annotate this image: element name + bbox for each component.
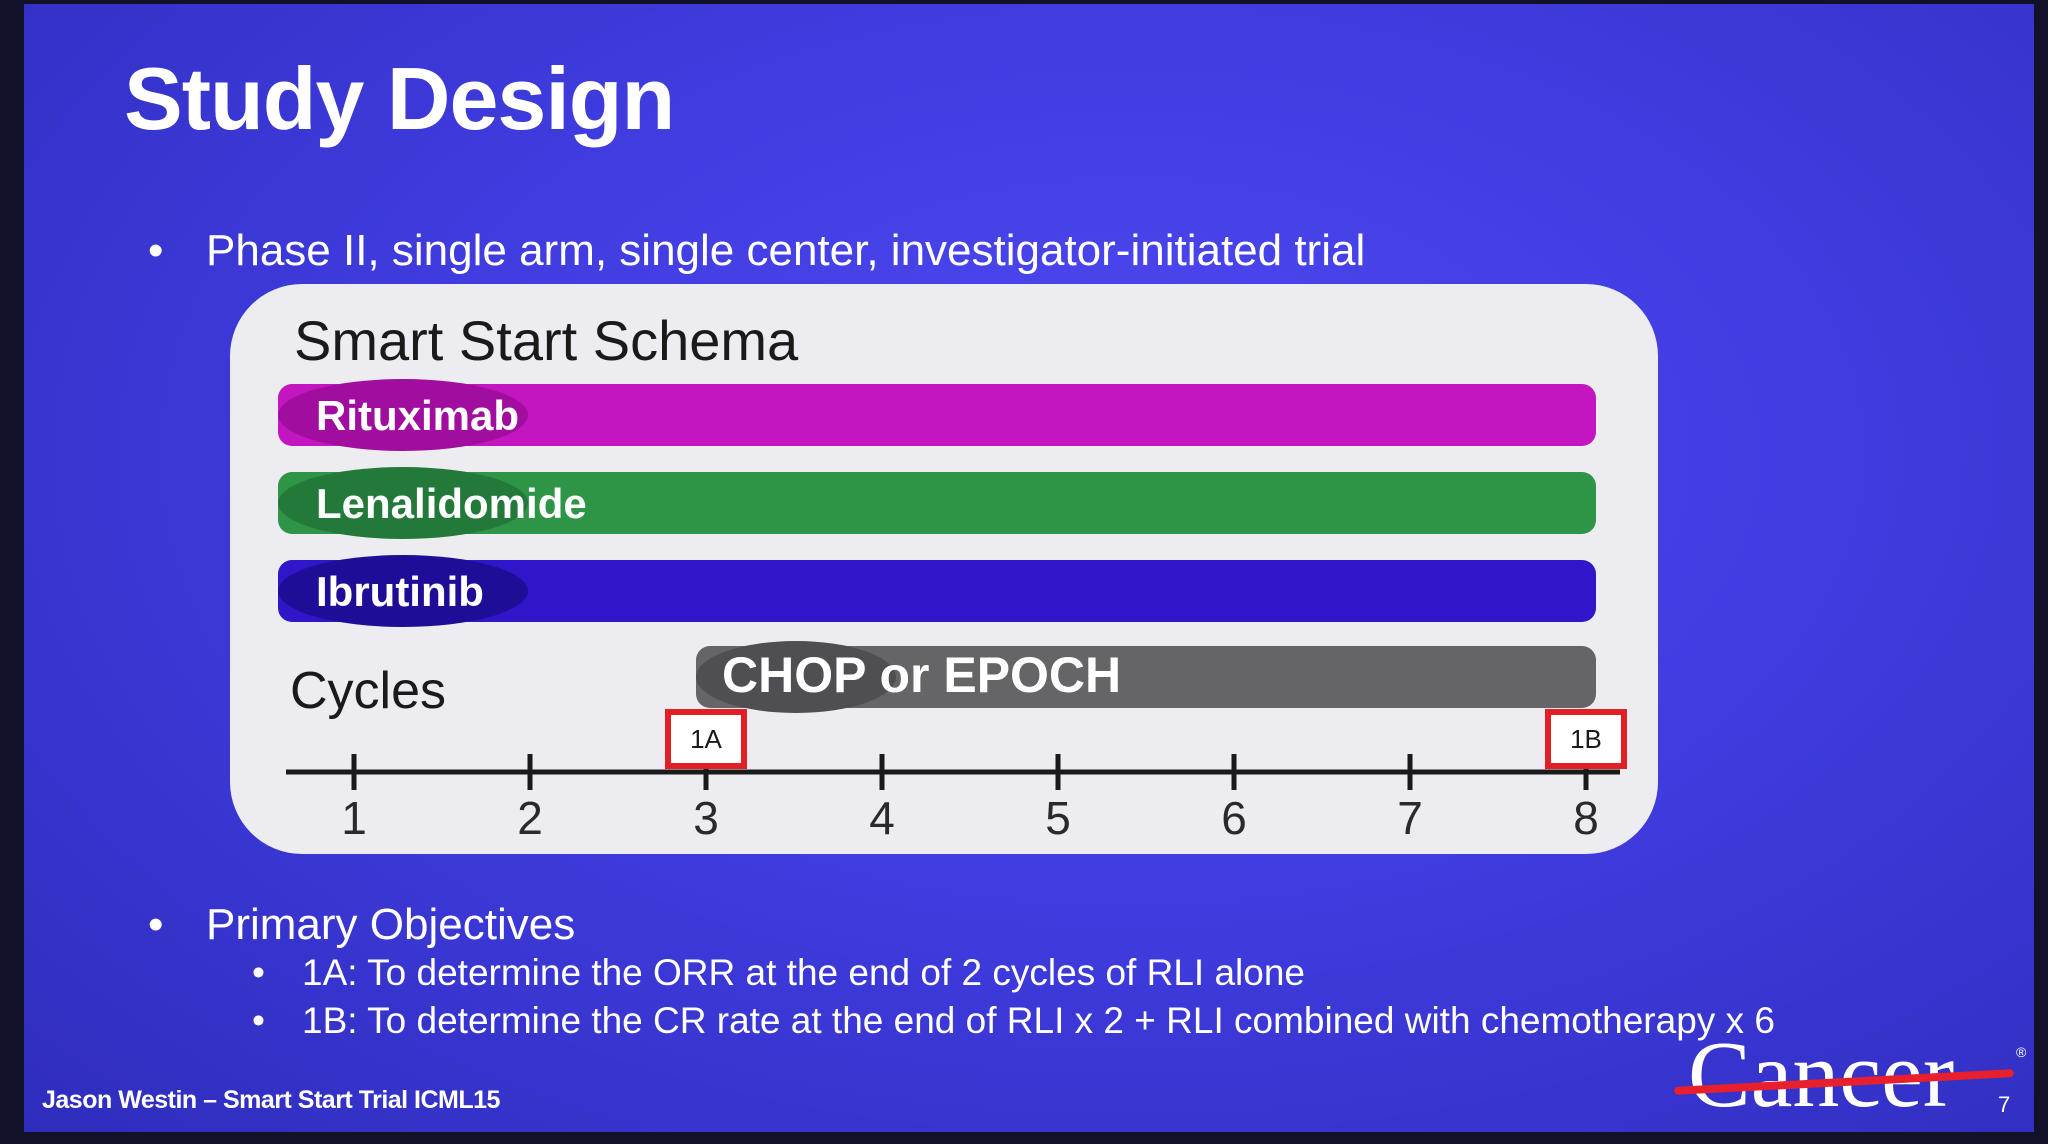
cycles-axis-label: Cycles [290, 662, 446, 720]
bullet-text: Primary Objectives [206, 900, 576, 949]
bar-head [696, 641, 896, 713]
schema-title: Smart Start Schema [294, 309, 799, 372]
bullet-trial-design: • Phase II, single arm, single center, in… [148, 226, 1365, 276]
axis-tick-label: 4 [869, 792, 895, 844]
marker-label: 1B [1570, 724, 1602, 754]
objective-markers: 1A 1B [665, 709, 1627, 769]
marker-box [665, 709, 747, 769]
objective-text: 1A: To determine the ORR at the end of 2… [302, 952, 1305, 993]
slide-title: Study Design [124, 49, 675, 148]
page-number: 7 [1998, 1092, 2011, 1117]
bullet-text: Phase II, single arm, single center, inv… [206, 226, 1366, 275]
bar-label: Lenalidomide [316, 480, 587, 527]
bar-label: CHOP or EPOCH [722, 647, 1121, 703]
marker-box [1545, 709, 1627, 769]
bar-head [278, 467, 528, 539]
marker-1b: 1B [1545, 709, 1627, 769]
bullet-dot: • [148, 900, 164, 949]
bar-body [278, 384, 1596, 446]
axis-tick-label: 8 [1573, 792, 1599, 844]
axis-tick-label: 2 [517, 792, 543, 844]
bullet-dot: • [148, 226, 164, 275]
axis-tick-label: 5 [1045, 792, 1071, 844]
cycles-axis: 1 2 3 4 5 6 7 8 [286, 754, 1620, 844]
bar-label: Ibrutinib [316, 568, 484, 615]
treatment-bar-rituximab: Rituximab [278, 379, 1596, 451]
bar-label: Rituximab [316, 392, 519, 439]
treatment-bar-lenalidomide: Lenalidomide [278, 467, 1596, 539]
marker-label: 1A [690, 724, 722, 754]
slide: Study Design • Phase II, single arm, sing… [24, 4, 2034, 1132]
axis-tick-label: 7 [1397, 792, 1423, 844]
treatment-bar-chop-or-epoch: CHOP or EPOCH [696, 641, 1596, 713]
bar-body [278, 560, 1596, 622]
objective-text: 1B: To determine the CR rate at the end … [302, 1000, 1775, 1041]
axis-tick-label: 1 [341, 792, 367, 844]
schema-diagram: Smart Start Schema RituximabLenalidomide… [278, 309, 1627, 844]
objective-1b: • 1B: To determine the CR rate at the end… [252, 1000, 1775, 1042]
logo-registered-mark: ® [2016, 1044, 2027, 1060]
bar-body [278, 472, 1596, 534]
bar-body [696, 646, 1596, 708]
bullet-primary-objectives: • Primary Objectives [148, 900, 575, 950]
bar-head [278, 379, 528, 451]
axis-tick-label: 3 [693, 792, 719, 844]
axis-tick-label: 6 [1221, 792, 1247, 844]
objective-1a: • 1A: To determine the ORR at the end of … [252, 952, 1305, 994]
bar-head [278, 555, 528, 627]
treatment-bar-ibrutinib: Ibrutinib [278, 555, 1596, 627]
marker-1a: 1A [665, 709, 747, 769]
footer-credit: Jason Westin – Smart Start Trial ICML15 [42, 1086, 500, 1114]
bullet-dot: • [252, 952, 265, 993]
cancer-logo: Cancer ® [1674, 1024, 2034, 1124]
bullet-dot: • [252, 1000, 265, 1041]
